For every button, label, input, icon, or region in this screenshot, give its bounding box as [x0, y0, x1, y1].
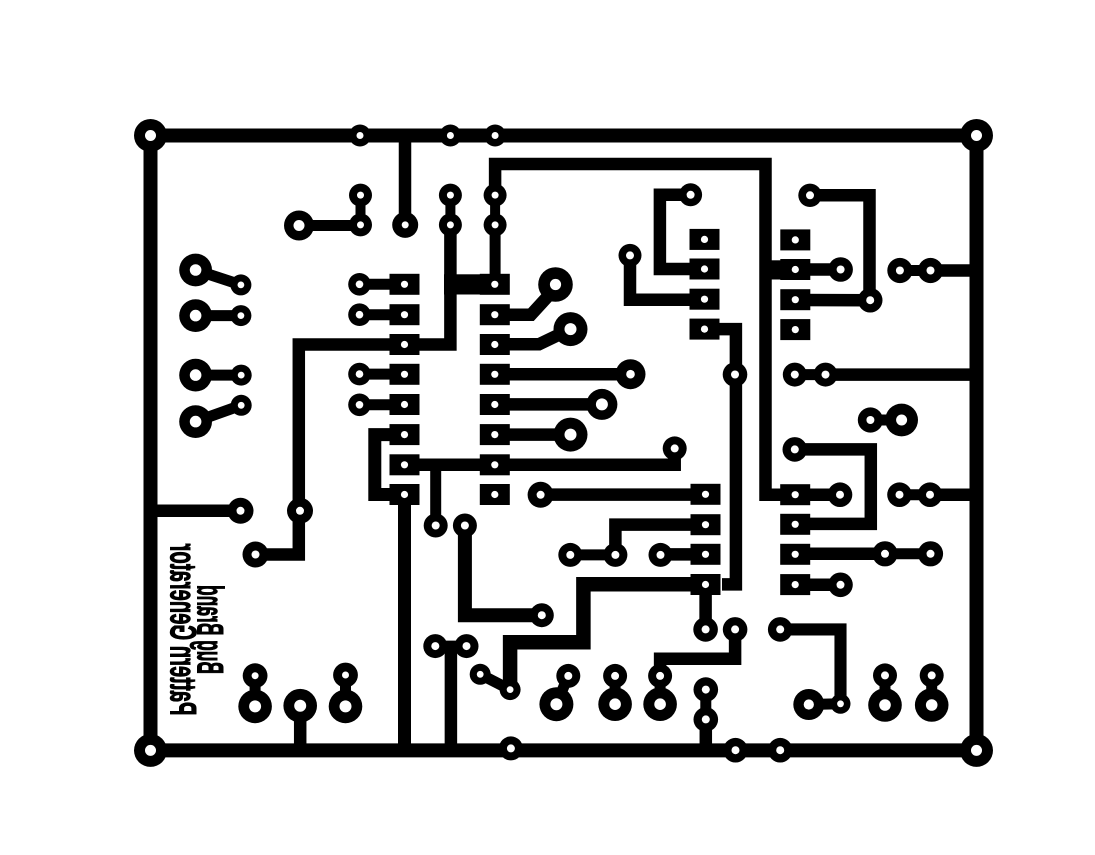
svg-text:Pattern Generator: Pattern Generator [163, 544, 204, 716]
svg-text:Bug Brand: Bug Brand [190, 585, 231, 674]
